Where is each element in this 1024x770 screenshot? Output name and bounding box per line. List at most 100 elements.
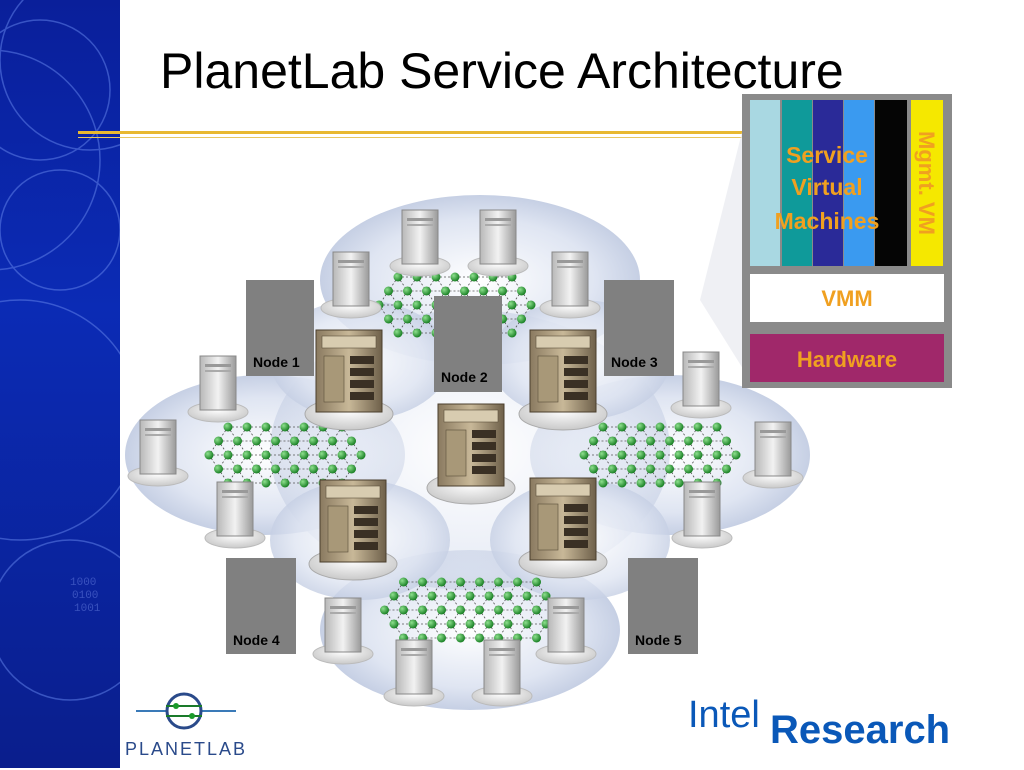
mesh-node <box>503 619 513 629</box>
mesh-node <box>252 436 261 446</box>
mesh-node <box>446 619 456 629</box>
planetlab-logo-mark: PLANETLAB <box>125 692 245 759</box>
mesh-node <box>299 422 309 432</box>
mesh-node <box>280 422 290 432</box>
mesh-node <box>261 422 271 432</box>
service-vm-label-1: Service <box>786 142 868 168</box>
mesh-node <box>579 450 589 460</box>
desktop-computer <box>320 251 382 319</box>
title-rule <box>78 131 758 134</box>
mesh-node <box>223 422 233 432</box>
mesh-node <box>722 464 731 474</box>
mesh-node <box>437 633 446 643</box>
mesh-node <box>532 605 541 615</box>
mesh-node <box>636 478 646 488</box>
desktop-computer <box>204 481 266 549</box>
mesh-node <box>507 328 517 338</box>
mesh-node <box>684 436 693 446</box>
mesh-node <box>290 464 299 474</box>
mesh-node <box>422 286 431 296</box>
mesh-node <box>712 422 722 432</box>
svg-text:1000: 1000 <box>70 577 96 589</box>
mesh-node <box>703 436 712 446</box>
mesh-node <box>252 464 261 474</box>
mesh-node <box>290 436 299 446</box>
mesh-node <box>456 577 465 587</box>
mesh-node <box>437 577 446 587</box>
mesh-node <box>450 272 460 282</box>
desktop-computer <box>127 419 189 487</box>
desktop-computer <box>742 421 804 489</box>
mesh-node <box>242 450 252 460</box>
mesh-node <box>522 591 532 601</box>
mesh-node <box>412 328 422 338</box>
mesh-node <box>403 314 412 324</box>
mesh-node <box>526 300 536 310</box>
mesh-node <box>646 436 655 446</box>
mesh-node <box>204 450 214 460</box>
node-5-label: Node 5 <box>635 632 682 648</box>
mesh-node <box>674 478 684 488</box>
mesh-node <box>665 436 674 446</box>
service-vm-label-2: Virtual <box>791 174 862 200</box>
desktop-computers <box>127 209 804 707</box>
mesh-node <box>437 605 446 615</box>
mesh-node <box>465 591 475 601</box>
mesh-node <box>403 286 412 296</box>
desktop-computer <box>535 597 597 665</box>
mesh-node <box>441 286 450 296</box>
svg-text:1001: 1001 <box>74 603 101 615</box>
mesh-node <box>479 286 488 296</box>
desktop-computer <box>467 209 529 277</box>
mesh-node <box>456 633 465 643</box>
node-1-label: Node 1 <box>253 354 300 370</box>
mesh-node <box>598 422 608 432</box>
mesh-node <box>446 591 456 601</box>
mesh-network-right <box>579 422 741 488</box>
mesh-node <box>408 619 418 629</box>
mesh-node <box>460 286 469 296</box>
desktop-computer <box>471 639 533 707</box>
callout-wedge <box>700 100 750 380</box>
mesh-node <box>412 300 422 310</box>
mesh-node <box>608 464 617 474</box>
mesh-node <box>399 577 408 587</box>
mesh-node <box>475 577 484 587</box>
node-4-label: Node 4 <box>233 632 280 648</box>
mesh-node <box>456 605 465 615</box>
planetlab-logo: PLANETLAB <box>122 690 272 765</box>
mesh-node <box>399 605 408 615</box>
node-server <box>304 329 394 431</box>
hardware-label: Hardware <box>797 347 897 372</box>
mesh-node <box>589 464 598 474</box>
mesh-node <box>494 577 503 587</box>
mesh-node <box>384 286 393 296</box>
mesh-node <box>427 591 437 601</box>
page-title: PlanetLab Service Architecture <box>160 43 844 99</box>
mesh-node <box>693 450 703 460</box>
mesh-node <box>309 436 318 446</box>
mesh-node <box>328 464 337 474</box>
mesh-node <box>393 300 403 310</box>
mesh-node <box>494 605 503 615</box>
mesh-node <box>522 619 532 629</box>
mesh-node <box>655 422 665 432</box>
mesh-node <box>722 436 731 446</box>
mesh-node <box>598 478 608 488</box>
desktop-computer <box>383 639 445 707</box>
mesh-node <box>280 478 290 488</box>
mesh-node <box>484 619 494 629</box>
mesh-node <box>703 464 712 474</box>
node-server <box>308 479 398 581</box>
mesh-node <box>393 328 403 338</box>
mesh-node <box>422 314 431 324</box>
mesh-node <box>627 464 636 474</box>
mesh-node <box>684 464 693 474</box>
mesh-node <box>608 436 617 446</box>
node-5-box: Node 5 <box>628 558 698 654</box>
mesh-node <box>408 591 418 601</box>
mesh-node <box>617 478 627 488</box>
mesh-node <box>589 436 598 446</box>
mesh-node <box>475 605 484 615</box>
